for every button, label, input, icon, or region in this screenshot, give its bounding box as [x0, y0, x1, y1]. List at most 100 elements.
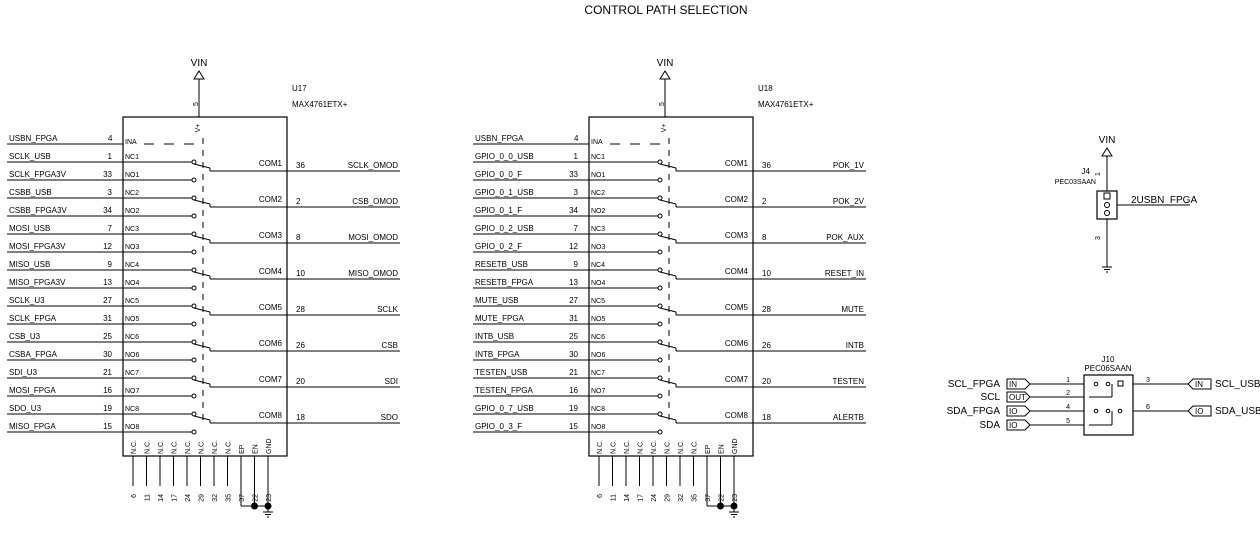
switch-blade — [659, 307, 677, 313]
com-net-label: MISO_OMOD — [348, 269, 398, 278]
com-pin-number: 26 — [296, 341, 305, 350]
left-pin-number: 13 — [103, 278, 112, 287]
com-pin-label: COM7 — [725, 375, 749, 384]
ic-part-label: MAX4761ETX+ — [292, 100, 348, 109]
bottom-pin-label: N.C. — [651, 440, 658, 454]
switch-blade — [193, 199, 211, 205]
switch-blade — [193, 343, 211, 349]
left-net-label: SDO_U3 — [9, 404, 42, 413]
vin-arrow — [659, 70, 671, 80]
switch-contact — [191, 177, 197, 183]
left-pin-label: NO4 — [125, 280, 140, 287]
j10-right-pin-number: 3 — [1146, 377, 1150, 384]
ic-ref-label: U18 — [758, 84, 773, 93]
left-pin-number: 12 — [569, 242, 578, 251]
switch-contact — [191, 303, 197, 309]
left-net-label: SCLK_U3 — [9, 296, 45, 305]
switch-contact — [657, 159, 663, 165]
j10-right-net-label: SDA_USB — [1215, 406, 1260, 417]
left-net-label: GPIO_0_7_USB — [475, 404, 534, 413]
com-pin-label: COM1 — [725, 159, 749, 168]
com-pin-label: COM2 — [259, 195, 283, 204]
switch-contact — [191, 267, 197, 273]
bottom-pin-number: 11 — [611, 494, 618, 501]
left-net-label: CSBB_USB — [9, 188, 52, 197]
left-pin-number: 31 — [103, 314, 112, 323]
com-pin-label: COM8 — [259, 411, 283, 420]
com-pin-number: 2 — [296, 197, 301, 206]
left-pin-number: 27 — [103, 296, 112, 305]
switch-blade — [193, 235, 211, 241]
left-pin-number: 30 — [569, 350, 578, 359]
port-flag — [1006, 419, 1031, 431]
ina-pin-label: INA — [125, 139, 137, 146]
left-pin-label: NO3 — [125, 244, 140, 251]
switch-contact — [657, 411, 663, 417]
j10-left-net-label: SDA_FPGA — [947, 406, 1001, 417]
left-pin-number: 19 — [569, 404, 578, 413]
junction-dot — [717, 502, 724, 510]
left-pin-label: NO4 — [591, 280, 606, 287]
switch-contact — [657, 195, 663, 201]
left-pin-label: NC6 — [125, 334, 139, 341]
left-pin-label: NO6 — [591, 352, 606, 359]
j4-pin-round — [1104, 210, 1110, 216]
bottom-pin-number: 37 — [239, 494, 246, 502]
vplus-label: V+ — [661, 124, 668, 133]
com-net-label: SDI — [385, 377, 398, 386]
left-pin-number: 25 — [569, 332, 578, 341]
com-net-label: SCLK — [377, 305, 399, 314]
port-direction-label: IN — [1195, 380, 1203, 389]
left-pin-label: NO5 — [591, 316, 606, 323]
j10-contact-square — [1117, 380, 1124, 387]
left-pin-label: NO8 — [125, 424, 140, 431]
switch-contact — [191, 357, 197, 363]
bottom-pin-number: 6 — [131, 494, 138, 498]
left-pin-number: 7 — [108, 224, 113, 233]
j4-pin1-number: 1 — [1095, 172, 1102, 176]
left-net-label: GPIO_0_1_USB — [475, 188, 534, 197]
left-net-label: RESETB_FPGA — [475, 278, 534, 287]
bottom-pin-label: N.C. — [226, 440, 233, 454]
bottom-pin-label: EN — [719, 444, 726, 454]
left-pin-number: 16 — [569, 386, 578, 395]
switch-blade — [193, 163, 211, 169]
j10-left-pin-number: 1 — [1066, 377, 1070, 384]
left-pin-number: 15 — [569, 422, 578, 431]
com-net-label: INTB — [846, 341, 864, 350]
switch-blade — [193, 379, 211, 385]
port-direction-label: IN — [1009, 380, 1017, 389]
bottom-pin-label: GND — [266, 438, 273, 454]
com-net-label: ALERTB — [833, 413, 864, 422]
port-flag — [1187, 405, 1212, 417]
switch-blade — [193, 307, 211, 313]
left-pin-label: NC7 — [125, 370, 139, 377]
com-pin-label: COM4 — [725, 267, 749, 276]
vin-label: VIN — [657, 58, 674, 69]
switch-contact — [191, 231, 197, 237]
bottom-pin-number: 24 — [185, 494, 192, 502]
switch-contact — [657, 177, 663, 183]
left-net-label: MOSI_FPGA3V — [9, 242, 66, 251]
bottom-pin-label: EN — [253, 444, 260, 454]
left-net-label: MISO_USB — [9, 260, 50, 269]
vplus-label: V+ — [195, 124, 202, 133]
left-pin-number: 27 — [569, 296, 578, 305]
com-pin-number: 18 — [762, 413, 771, 422]
vin-label: VIN — [1099, 135, 1116, 146]
switch-contact — [191, 213, 197, 219]
switch-contact — [191, 393, 197, 399]
bottom-pin-label: N.C. — [665, 440, 672, 454]
left-pin-label: NO5 — [125, 316, 140, 323]
left-pin-label: NC4 — [125, 262, 139, 269]
com-pin-number: 2 — [762, 197, 767, 206]
left-pin-number: 7 — [574, 224, 579, 233]
com-net-label: POK_2V — [833, 197, 865, 206]
vin-arrow — [193, 70, 205, 80]
left-pin-number: 34 — [103, 206, 112, 215]
left-pin-label: NC4 — [591, 262, 605, 269]
left-net-label: TESTEN_USB — [475, 368, 527, 377]
bottom-pin-label: N.C. — [172, 440, 179, 454]
